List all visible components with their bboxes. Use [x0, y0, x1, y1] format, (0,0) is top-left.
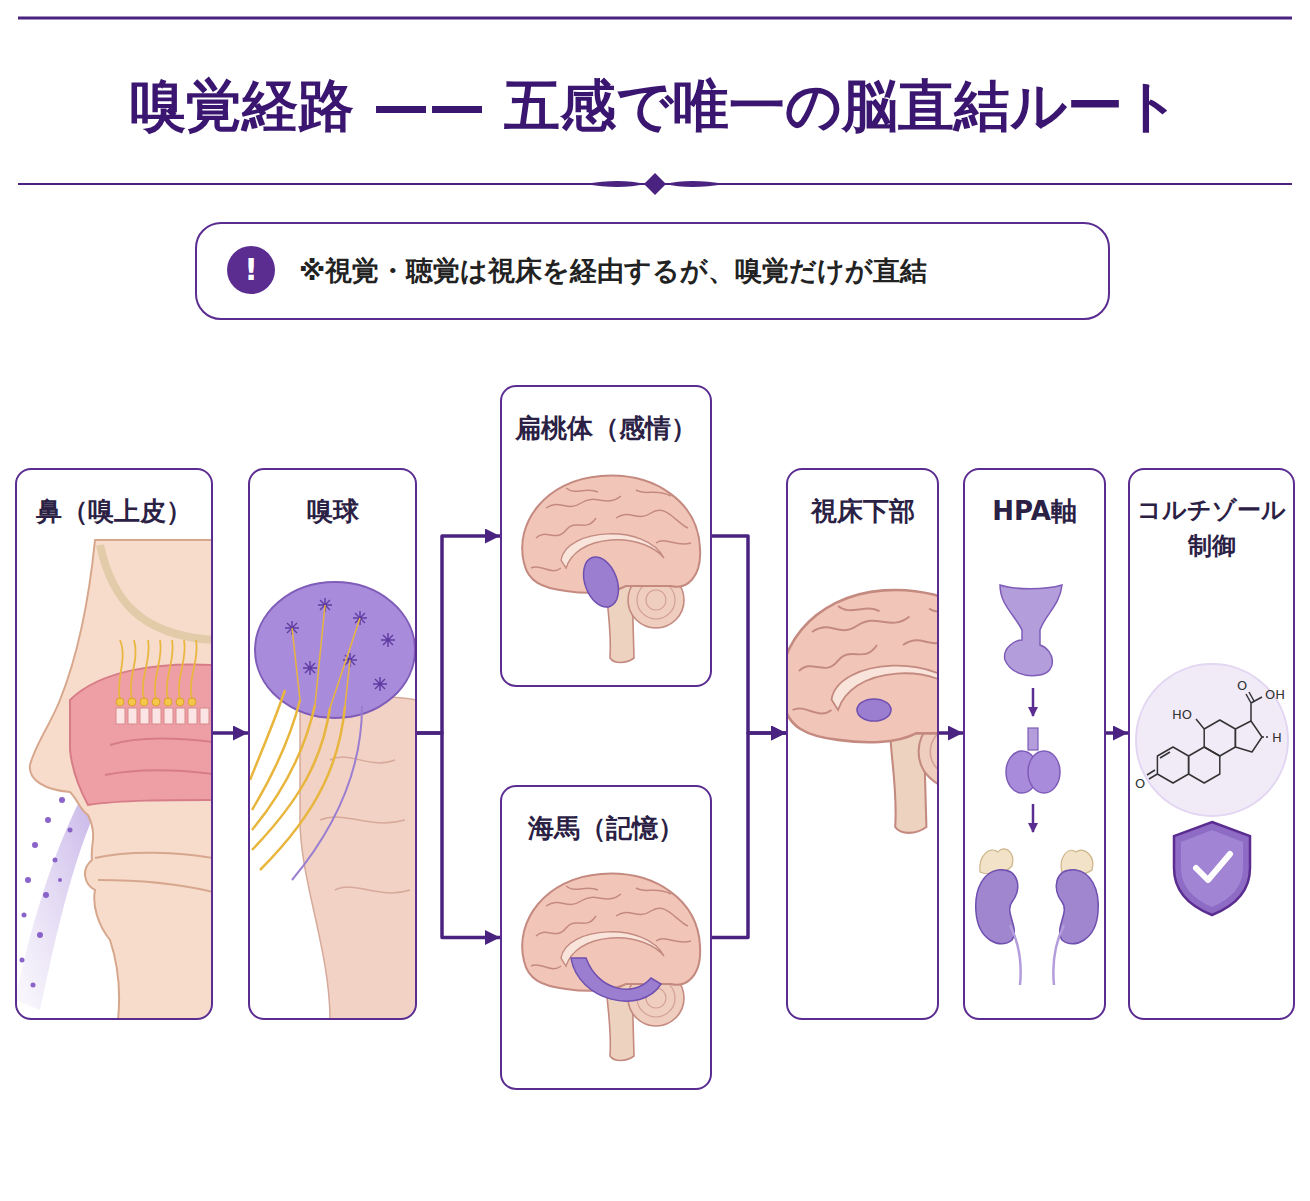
atom-label: HO: [1172, 708, 1192, 721]
atom-label: O: [1135, 777, 1145, 790]
pituitary-lobe: [1028, 751, 1060, 793]
shield-inner: [1181, 830, 1243, 907]
stage-box: 鼻（嗅上皮）: [15, 468, 213, 1020]
stage-box: HPA軸: [963, 468, 1106, 1020]
olfactory-nerves: [119, 640, 197, 700]
steroid-rings: [1147, 692, 1270, 783]
face: [30, 540, 211, 1018]
receptor-cells: [116, 698, 196, 706]
mouth: [95, 853, 211, 892]
brain-folds: [320, 757, 410, 893]
skull-bone: [100, 545, 211, 640]
atom-label: OH: [1265, 688, 1285, 701]
olfactory-bulb: [255, 582, 415, 718]
ornament-diamond: [644, 173, 666, 195]
stage-box: 海馬（記憶）: [500, 785, 712, 1090]
bulb-illustration: [250, 582, 415, 1018]
bulb-fibers: [292, 605, 360, 708]
page-title: 嗅覚経路 —— 五感で唯一の脳直結ルート: [20, 72, 1290, 139]
kidney: [1056, 870, 1098, 944]
flow-arrow: [1106, 731, 1128, 735]
check-mark: [1196, 854, 1230, 880]
molecule-ground: [1136, 664, 1288, 816]
scent-stream: [17, 800, 95, 1010]
brain-base: [300, 696, 415, 1018]
flow-arrow: [417, 536, 500, 733]
box-title: 視床下部: [811, 492, 915, 531]
atom-label: H: [1272, 731, 1282, 744]
box-title: HPA軸: [992, 492, 1077, 531]
kidney: [976, 870, 1018, 944]
box-title: コルチゾール 制御: [1135, 492, 1288, 564]
top-rule: [18, 17, 1292, 20]
box-title: 鼻（嗅上皮）: [36, 492, 192, 531]
stage-box: 扁桃体（感情）: [500, 385, 712, 687]
atom-label: O: [1237, 679, 1247, 692]
pituitary-stalk: [1028, 728, 1038, 750]
hypothalamus: [857, 699, 891, 721]
note-box: ※視覚・聴覚は視床を経由するが、嗅覚だけが直結!: [195, 222, 1110, 320]
axis-arrow: [1032, 688, 1035, 716]
box-title: 嗅球: [307, 492, 359, 531]
stage-box: 嗅球: [248, 468, 417, 1020]
note-text: ※視覚・聴覚は視床を経由するが、嗅覚だけが直結: [299, 253, 927, 288]
tract-fiber: [292, 706, 362, 880]
hippocampus-illustration: [522, 874, 700, 1061]
cortisol-illustration: [1136, 664, 1288, 915]
flow-arrow: [213, 731, 248, 735]
alert-mark: !: [227, 246, 275, 294]
hypothalamus-stalk: [1000, 585, 1062, 676]
hippocampus: [571, 958, 661, 1001]
hypothalamus-illustration: [788, 590, 937, 833]
turbinates: [105, 738, 211, 775]
amygdala: [577, 552, 625, 612]
nose-illustration: [17, 540, 211, 1018]
flow-arrow: [417, 733, 500, 938]
box-title: 海馬（記憶）: [528, 809, 684, 848]
hpa-illustration: [976, 585, 1099, 985]
flow-arrow: [712, 536, 786, 733]
nerve-fibers: [250, 690, 345, 870]
stage-box: 視床下部: [786, 468, 939, 1020]
axis-arrow: [1032, 804, 1035, 832]
alert-icon: !: [227, 246, 275, 294]
nasal-cavity: [70, 664, 211, 805]
scent-particles: [20, 797, 73, 988]
ureter: [1010, 925, 1064, 985]
stage-box: コルチゾール 制御: [1128, 468, 1295, 1020]
amygdala-illustration: [522, 476, 700, 663]
shield: [1174, 822, 1250, 915]
flow-arrow: [939, 731, 963, 735]
epithelium: [116, 708, 209, 724]
flow-arrow: [712, 733, 786, 938]
box-title: 扁桃体（感情）: [515, 409, 697, 448]
